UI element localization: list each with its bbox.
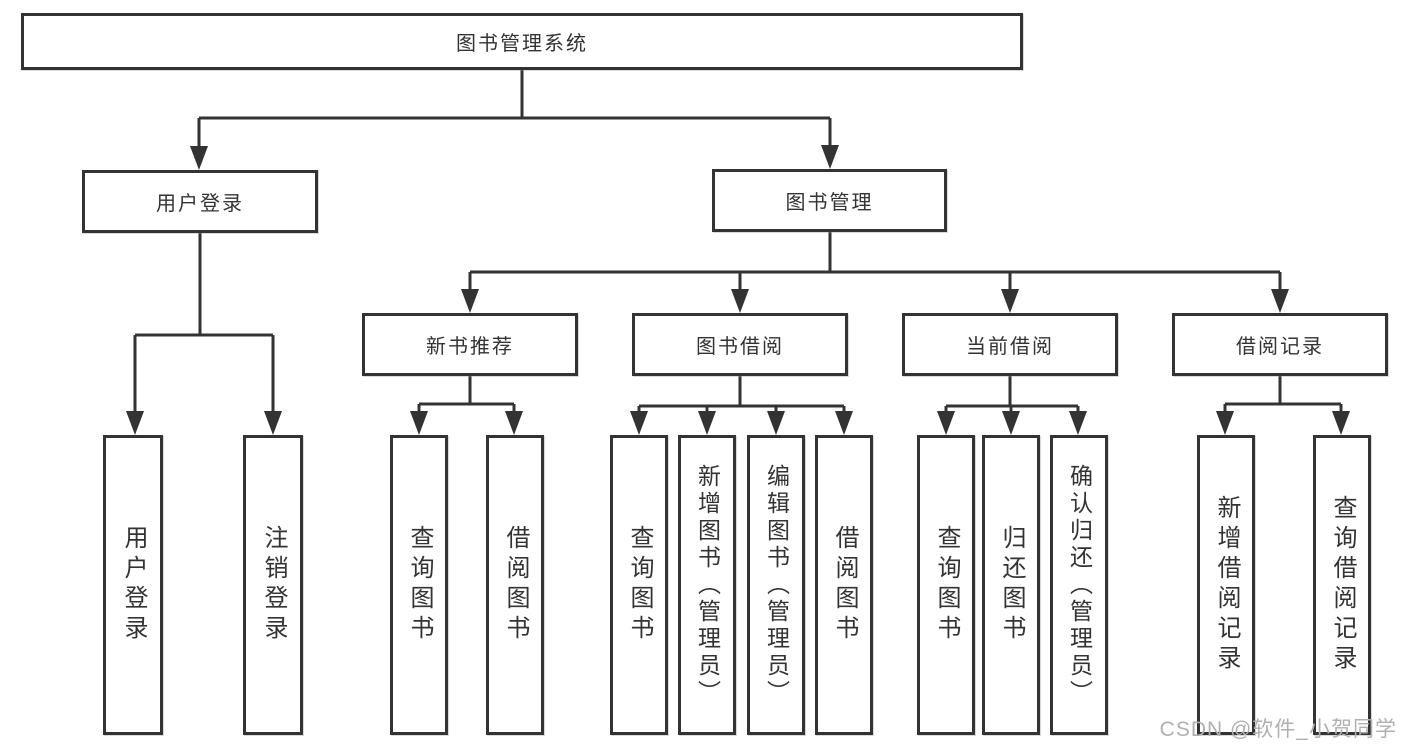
root-node: 图书管理系统 [21,13,1023,70]
leaf-query-books-current-label: 查询图书 [933,525,960,645]
leaf-add-borrow-record: 新增借阅记录 [1197,435,1255,735]
group-new-book-recommendation-label: 新书推荐 [426,336,514,358]
leaf-user-login-label: 用户登录 [120,525,147,645]
leaf-borrow-books-recommend: 借阅图书 [486,435,544,735]
leaf-edit-book-admin-label: 编辑图书（管理员） [763,463,790,707]
group-book-borrowing: 图书借阅 [632,313,848,376]
branch-user-login-label: 用户登录 [156,193,244,215]
leaf-query-borrow-record-label: 查询借阅记录 [1329,495,1356,675]
watermark: CSDN @软件_小贺同学 [1159,718,1397,741]
leaf-confirm-return-admin-label: 确认归还（管理员） [1066,463,1093,707]
leaf-query-books-recommend: 查询图书 [390,435,448,735]
branch-book-management: 图书管理 [712,169,947,232]
leaf-query-borrow-record: 查询借阅记录 [1313,435,1371,735]
leaf-borrow-books-label: 借阅图书 [831,525,858,645]
leaf-query-books-borrowing: 查询图书 [610,435,668,735]
leaf-add-borrow-record-label: 新增借阅记录 [1213,495,1240,675]
group-book-borrowing-label: 图书借阅 [696,336,784,358]
leaf-user-login: 用户登录 [103,435,163,735]
leaf-query-books-recommend-label: 查询图书 [406,525,433,645]
leaf-borrow-books-recommend-label: 借阅图书 [502,525,529,645]
group-current-borrowing-label: 当前借阅 [966,336,1054,358]
group-borrowing-records-label: 借阅记录 [1236,336,1324,358]
group-new-book-recommendation: 新书推荐 [362,313,578,376]
group-borrowing-records: 借阅记录 [1172,313,1388,376]
leaf-return-books: 归还图书 [982,435,1040,735]
leaf-add-book-admin-label: 新增图书（管理员） [694,463,721,707]
leaf-edit-book-admin: 编辑图书（管理员） [747,435,805,735]
leaf-borrow-books: 借阅图书 [815,435,873,735]
branch-user-login: 用户登录 [82,170,318,233]
leaf-logout-label: 注销登录 [260,525,287,645]
leaf-query-books-current: 查询图书 [917,435,975,735]
leaf-add-book-admin: 新增图书（管理员） [678,435,736,735]
branch-book-management-label: 图书管理 [785,192,874,214]
leaf-logout: 注销登录 [243,435,303,735]
root-node-label: 图书管理系统 [456,33,588,55]
leaf-return-books-label: 归还图书 [998,525,1025,645]
group-current-borrowing: 当前借阅 [902,313,1118,376]
leaf-query-books-borrowing-label: 查询图书 [626,525,653,645]
leaf-confirm-return-admin: 确认归还（管理员） [1050,435,1108,735]
